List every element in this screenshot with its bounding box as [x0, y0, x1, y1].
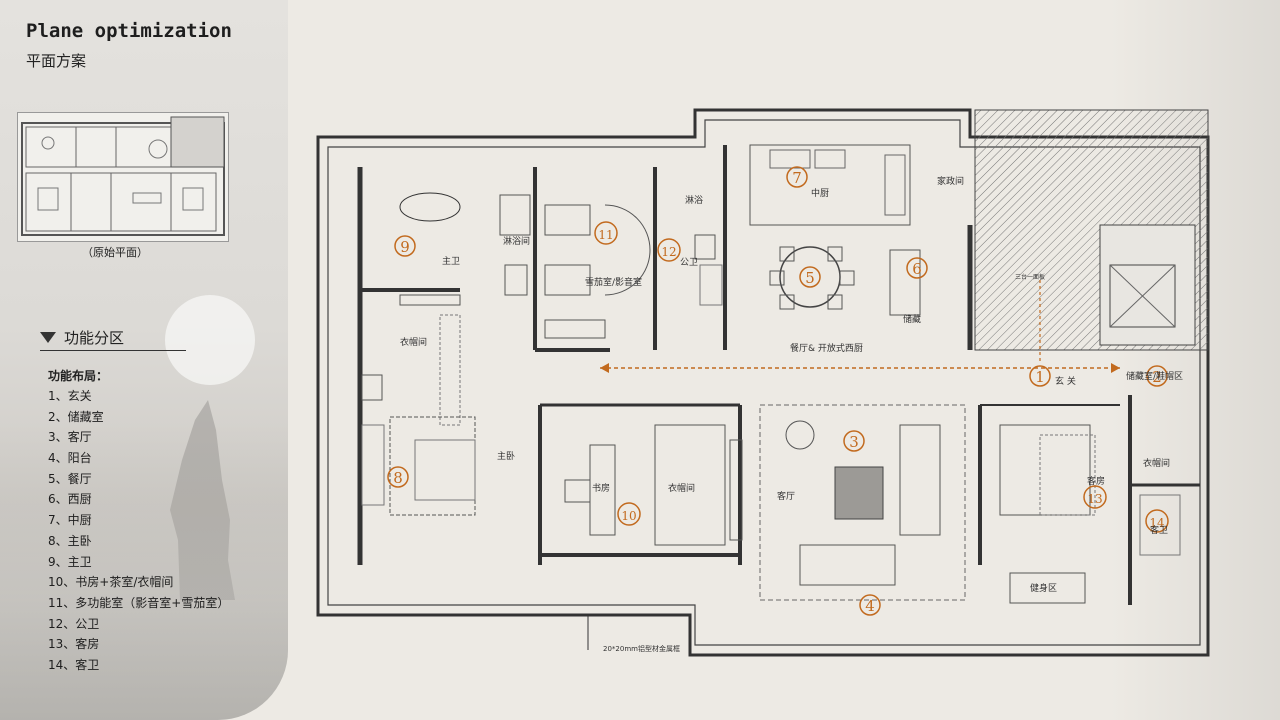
legend-item: 5、餐厅 [48, 471, 92, 486]
legend-title: 功能布局： [48, 369, 109, 383]
room-number: 13 [1087, 492, 1102, 506]
room-label: 储藏室/鞋帽区 [1126, 370, 1183, 382]
legend-item: 6、西厨 [48, 492, 92, 507]
page-subtitle: 平面方案 [26, 52, 87, 70]
room-number: 9 [400, 238, 410, 256]
room-number: 1 [1035, 368, 1045, 386]
room-label: 衣帽间 [1143, 457, 1170, 469]
legend-item: 1、玄关 [48, 389, 92, 403]
room-number: 7 [792, 169, 802, 187]
floor-plan-drawing: 1 2 3 4 5 6 7 8 9 10 11 12 13 1 [316, 108, 1210, 657]
legend-item: 3、客厅 [48, 430, 92, 445]
floor-plan: 1 2 3 4 5 6 7 8 9 10 11 12 13 1 [300, 95, 1280, 705]
triangle-down-icon [40, 332, 56, 343]
room-label: 中厨 [811, 187, 829, 199]
room-number: 2 [1152, 368, 1162, 386]
room-label: 书房 [592, 482, 610, 494]
room-label: 客房 [1087, 475, 1105, 487]
legend-item: 12、公卫 [48, 616, 100, 631]
room-label: 衣帽间 [400, 336, 427, 348]
room-label: 家政间 [937, 175, 964, 187]
room-number: 11 [598, 228, 613, 242]
section-label: 功能分区 [64, 329, 125, 347]
room-label: 客厅 [777, 490, 795, 502]
legend-item: 10、书房+茶室/衣帽间 [48, 575, 174, 590]
page-title: Plane optimization [26, 20, 232, 42]
thumbnail-drawing [21, 116, 225, 236]
room-label: 淋浴 [685, 194, 703, 206]
room-label: 玄 关 [1055, 375, 1076, 387]
room-number: 10 [621, 509, 636, 523]
stair-note: 三台一面板 [1015, 273, 1045, 281]
room-label: 雪茄室/影音室 [585, 276, 642, 288]
room-labels: 主卫 淋浴间 雪茄室/影音室 淋浴 公卫 中厨 家政间 餐厅& 开放式西厨 储藏… [400, 175, 1183, 653]
thumbnail-caption: （原始平面） [82, 246, 148, 259]
room-label: 淋浴间 [503, 235, 530, 247]
room-number: 5 [805, 269, 815, 287]
room-label: 主卫 [442, 255, 460, 267]
frame-note: 20*20mm铝型材金属框 [603, 644, 680, 653]
room-label: 客卫 [1150, 524, 1168, 536]
legend-item: 14、客卫 [48, 657, 100, 672]
legend-item: 13、客房 [48, 637, 100, 652]
room-label: 主卧 [497, 450, 515, 462]
legend-item: 11、多功能室（影音室+雪茄室） [48, 595, 230, 610]
room-label: 餐厅& 开放式西厨 [790, 342, 863, 354]
mist-decoration [0, 420, 288, 720]
room-label: 健身区 [1030, 582, 1057, 594]
room-label: 公卫 [680, 257, 698, 268]
room-number: 3 [849, 433, 859, 451]
room-number: 6 [912, 260, 922, 278]
room-label: 储藏 [903, 313, 921, 325]
room-number: 4 [865, 597, 875, 615]
sun-decoration [165, 295, 255, 385]
legend-item: 4、阳台 [48, 451, 92, 466]
room-number-markers: 1 2 3 4 5 6 7 8 9 10 11 12 13 1 [387, 166, 1169, 616]
room-number: 12 [661, 245, 676, 259]
room-number: 14 [1149, 516, 1165, 530]
original-plan-thumbnail [17, 112, 229, 242]
legend-item: 2、储藏室 [48, 409, 104, 424]
room-label: 衣帽间 [668, 482, 695, 494]
legend-item: 7、中厨 [48, 513, 92, 528]
room-number: 8 [393, 469, 403, 487]
legend-item: 9、主卫 [48, 554, 92, 569]
section-header: 功能分区 [40, 326, 186, 351]
legend-list: 1、玄关 2、储藏室 3、客厅 4、阳台 5、餐厅 6、西厨 7、中厨 8、主卧… [48, 386, 229, 676]
legend-item: 8、主卧 [48, 533, 92, 548]
